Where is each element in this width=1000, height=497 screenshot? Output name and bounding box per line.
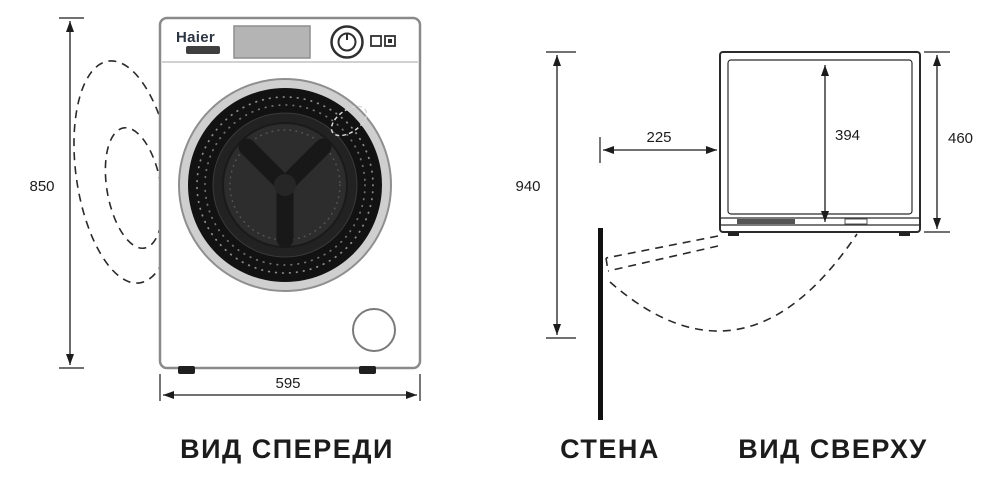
foot-left xyxy=(178,366,195,374)
foot-mark-right xyxy=(899,232,910,236)
top-view: 940 225 xyxy=(515,51,973,464)
drum-hub xyxy=(274,174,296,196)
door-dot-ring xyxy=(204,104,366,266)
pump-filter-hatch xyxy=(352,308,396,352)
washing-machine-front: Haier xyxy=(158,16,422,374)
dimension-height-850: 850 xyxy=(29,17,84,369)
front-view: 850 Haier xyxy=(29,16,422,464)
dimension-width-595: 595 xyxy=(159,374,421,401)
door-swing-arc xyxy=(609,233,858,332)
dimension-value-clearance: 940 xyxy=(515,178,540,195)
machine-top-body xyxy=(719,51,921,233)
indicator-dot xyxy=(388,39,392,43)
top-view-label: ВИД СВЕРХУ xyxy=(738,434,927,464)
dimension-wall-distance-225: 225 xyxy=(599,129,717,163)
drawer-handle xyxy=(186,46,220,54)
wall-label: СТЕНА xyxy=(560,434,660,464)
dimension-value-body-depth: 394 xyxy=(835,127,860,144)
drum-dot-ring xyxy=(229,129,341,241)
dimension-value-height: 850 xyxy=(29,178,54,195)
detergent-drawer xyxy=(233,25,311,59)
dimension-value-wall-distance: 225 xyxy=(646,129,671,146)
front-panel-detail xyxy=(844,218,868,225)
dimension-value-overall-depth: 460 xyxy=(948,130,973,147)
foot-right xyxy=(359,366,376,374)
indicator-icon xyxy=(370,35,382,47)
wall-line xyxy=(598,228,603,420)
foot-mark-left xyxy=(728,232,739,236)
door-swing-top-dashed xyxy=(605,233,858,332)
dimension-clearance-940: 940 xyxy=(515,51,576,339)
door-dot-ring-outer xyxy=(196,96,374,274)
door-assembly xyxy=(178,78,392,292)
dimension-body-depth-394: 394 xyxy=(821,65,860,222)
front-panel-detail xyxy=(737,219,795,224)
dimension-value-width: 595 xyxy=(275,375,300,392)
door-handle-recess xyxy=(330,105,368,137)
machine-top-lid xyxy=(727,59,913,215)
knob-inner xyxy=(337,32,357,52)
open-door-end xyxy=(605,257,609,272)
dimension-overall-depth-460: 460 xyxy=(924,51,973,233)
brand-logo: Haier xyxy=(176,29,215,46)
washing-machine-top xyxy=(719,51,921,236)
open-door-edge xyxy=(605,235,719,259)
front-view-label: ВИД СПЕРЕДИ xyxy=(180,434,394,464)
open-door-edge xyxy=(607,245,719,272)
display-indicators xyxy=(370,35,396,47)
program-knob xyxy=(330,25,364,59)
